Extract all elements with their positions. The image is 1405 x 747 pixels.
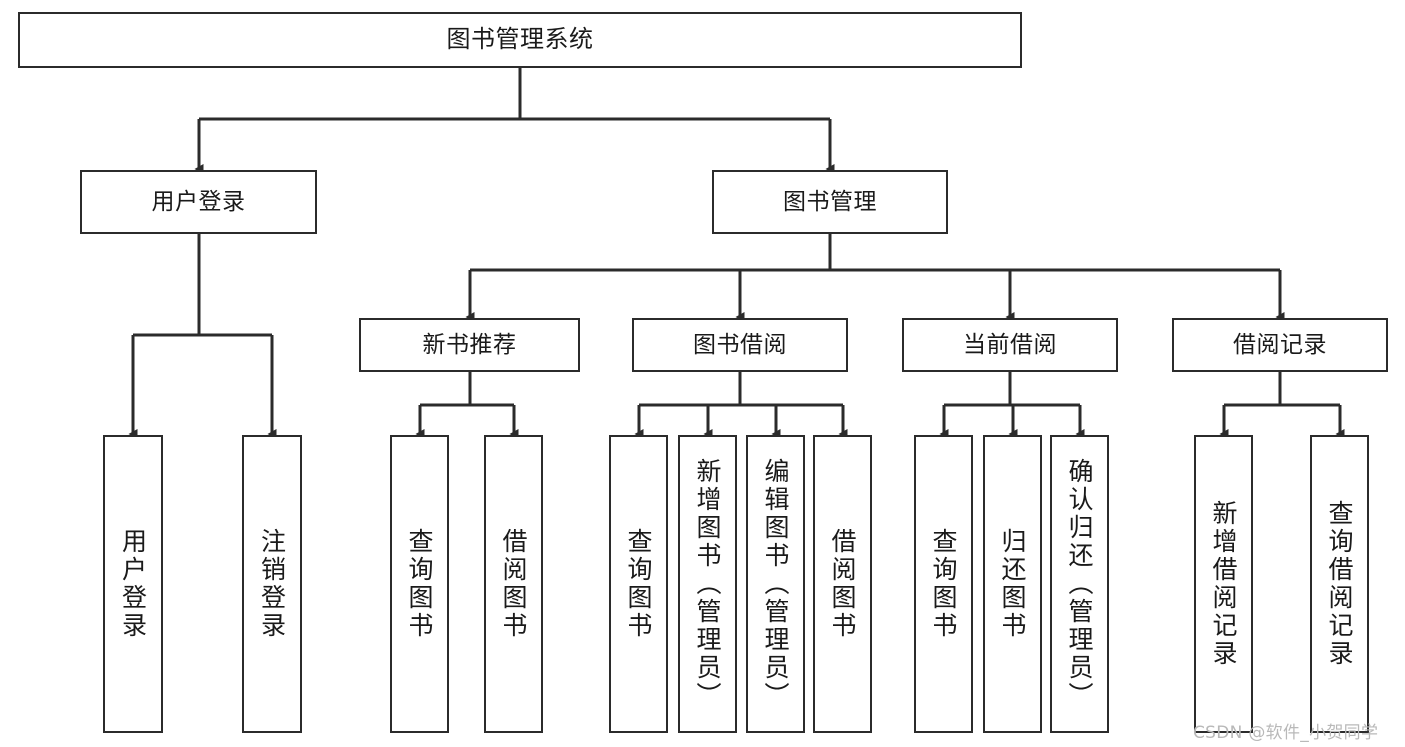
node-cu-return[interactable]: 归还图书 bbox=[983, 435, 1042, 733]
node-cu-confirm[interactable]: 确认归还（管理员） bbox=[1050, 435, 1109, 733]
node-records[interactable]: 借阅记录 bbox=[1172, 318, 1388, 372]
node-label-bo-add: 新增图书（管理员） bbox=[693, 458, 722, 710]
node-label-re-add: 新增借阅记录 bbox=[1209, 500, 1238, 668]
node-label-cu-return: 归还图书 bbox=[998, 528, 1027, 640]
node-label-records: 借阅记录 bbox=[1233, 331, 1327, 358]
node-label-bo-query: 查询图书 bbox=[624, 528, 653, 640]
node-label-bo-edit: 编辑图书（管理员） bbox=[761, 458, 790, 710]
node-label-nb-query: 查询图书 bbox=[405, 528, 434, 640]
node-user-logout[interactable]: 注销登录 bbox=[242, 435, 302, 733]
node-label-bo-lend: 借阅图书 bbox=[828, 528, 857, 640]
node-re-query[interactable]: 查询借阅记录 bbox=[1310, 435, 1369, 733]
node-login[interactable]: 用户登录 bbox=[80, 170, 317, 234]
node-label-borrow: 图书借阅 bbox=[693, 331, 787, 358]
node-label-nb-borrow: 借阅图书 bbox=[499, 528, 528, 640]
node-root[interactable]: 图书管理系统 bbox=[18, 12, 1022, 68]
node-bo-add[interactable]: 新增图书（管理员） bbox=[678, 435, 737, 733]
node-cu-query[interactable]: 查询图书 bbox=[914, 435, 973, 733]
node-bo-lend[interactable]: 借阅图书 bbox=[813, 435, 872, 733]
node-re-add[interactable]: 新增借阅记录 bbox=[1194, 435, 1253, 733]
node-label-cu-query: 查询图书 bbox=[929, 528, 958, 640]
node-bo-edit[interactable]: 编辑图书（管理员） bbox=[746, 435, 805, 733]
node-label-newbook: 新书推荐 bbox=[422, 331, 517, 358]
tree-edges bbox=[128, 68, 1345, 439]
node-user-login[interactable]: 用户登录 bbox=[103, 435, 163, 733]
node-nb-query[interactable]: 查询图书 bbox=[390, 435, 449, 733]
node-label-current: 当前借阅 bbox=[963, 331, 1057, 358]
node-current[interactable]: 当前借阅 bbox=[902, 318, 1118, 372]
node-label-re-query: 查询借阅记录 bbox=[1325, 500, 1354, 668]
node-borrow[interactable]: 图书借阅 bbox=[632, 318, 848, 372]
node-label-user-logout: 注销登录 bbox=[257, 528, 287, 640]
node-newbook[interactable]: 新书推荐 bbox=[359, 318, 580, 372]
node-nb-borrow[interactable]: 借阅图书 bbox=[484, 435, 543, 733]
node-label-login: 用户登录 bbox=[151, 188, 246, 215]
watermark-text: CSDN @软件_小贺同学 bbox=[1193, 723, 1379, 743]
node-label-root: 图书管理系统 bbox=[446, 25, 594, 54]
node-bo-query[interactable]: 查询图书 bbox=[609, 435, 668, 733]
node-label-bookmgmt: 图书管理 bbox=[783, 188, 877, 215]
node-bookmgmt[interactable]: 图书管理 bbox=[712, 170, 948, 234]
node-label-user-login: 用户登录 bbox=[118, 528, 148, 640]
node-label-cu-confirm: 确认归还（管理员） bbox=[1065, 458, 1094, 710]
